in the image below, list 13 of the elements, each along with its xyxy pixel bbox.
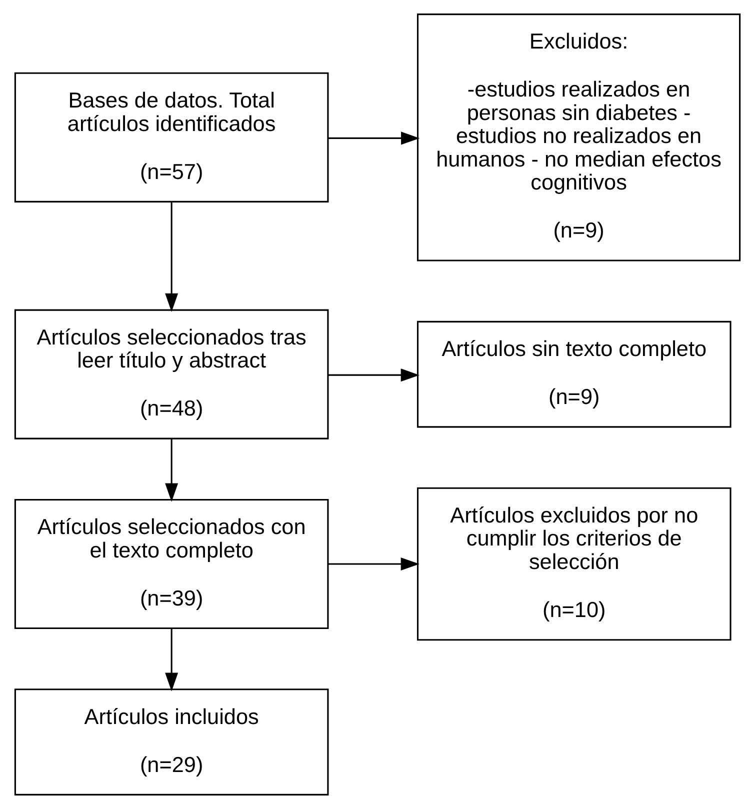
arrow [164,628,178,692]
node-box: Artículos seleccionados tras leer título y abstract (n=48) [14,309,328,440]
arrow [328,557,419,570]
node-box: Artículos sin texto completo (n=9) [416,320,731,428]
arrow [328,368,419,382]
node-box: Bases de datos. Total artículos identificados (n=57) [14,72,328,202]
node-box: Excluidos: -estudios realizados en personas sin diabetes - estudios no realizados en humanos - no median efectos cognitivos (n=9) [416,14,740,262]
node-box: Artículos incluidos (n=29) [14,688,328,796]
node-box: Artículos seleccionados con el texto completo (n=39) [14,498,328,629]
arrow [164,202,178,312]
arrow [164,439,178,502]
node-box: Artículos excluidos por no cumplir los criterios de selección (n=10) [416,487,731,641]
arrow [328,132,420,145]
